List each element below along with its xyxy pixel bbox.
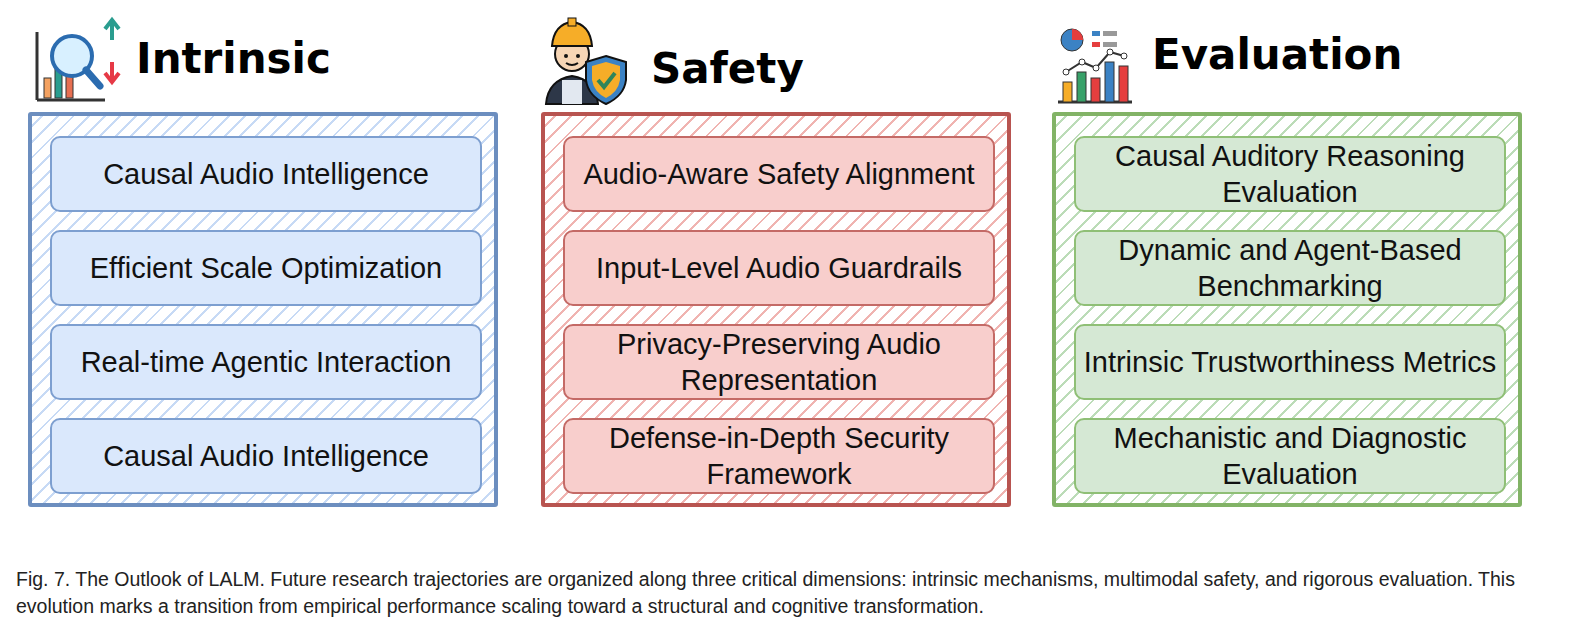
topic-box: Real-time Agentic Interaction bbox=[50, 324, 482, 400]
category-panel: IntrinsicCausal Audio IntelligenceEffici… bbox=[28, 112, 498, 507]
topic-box: Audio-Aware Safety Alignment bbox=[563, 136, 995, 212]
topic-box: Causal Auditory Reasoning Evaluation bbox=[1074, 136, 1506, 212]
topic-label: Input-Level Audio Guardrails bbox=[596, 250, 962, 286]
topic-label: Causal Audio Intelligence bbox=[103, 438, 429, 474]
topic-label: Defense-in-Depth Security Framework bbox=[571, 420, 987, 492]
topic-label: Intrinsic Trustworthiness Metrics bbox=[1084, 344, 1497, 380]
topic-box: Dynamic and Agent-Based Benchmarking bbox=[1074, 230, 1506, 306]
category-heading: Evaluation bbox=[1152, 30, 1402, 79]
category-panel: SafetyAudio-Aware Safety AlignmentInput-… bbox=[541, 112, 1011, 507]
topic-label: Audio-Aware Safety Alignment bbox=[583, 156, 974, 192]
topic-label: Causal Audio Intelligence bbox=[103, 156, 429, 192]
figure-caption: Fig. 7. The Outlook of LALM. Future rese… bbox=[16, 566, 1568, 620]
topic-box: Mechanistic and Diagnostic Evaluation bbox=[1074, 418, 1506, 494]
topic-label: Mechanistic and Diagnostic Evaluation bbox=[1082, 420, 1498, 492]
category-heading: Safety bbox=[651, 44, 804, 93]
topic-label: Dynamic and Agent-Based Benchmarking bbox=[1082, 232, 1498, 304]
category-panel: EvaluationCausal Auditory Reasoning Eval… bbox=[1052, 112, 1522, 507]
evaluation-chart-icon bbox=[1058, 29, 1132, 102]
topic-box: Intrinsic Trustworthiness Metrics bbox=[1074, 324, 1506, 400]
topic-box: Input-Level Audio Guardrails bbox=[563, 230, 995, 306]
topic-box: Defense-in-Depth Security Framework bbox=[563, 418, 995, 494]
safety-worker-icon bbox=[546, 18, 626, 104]
topic-label: Efficient Scale Optimization bbox=[90, 250, 442, 286]
topic-label: Privacy-Preserving Audio Representation bbox=[571, 326, 987, 398]
topic-label: Real-time Agentic Interaction bbox=[81, 344, 452, 380]
topic-label: Causal Auditory Reasoning Evaluation bbox=[1082, 138, 1498, 210]
topic-box: Causal Audio Intelligence bbox=[50, 136, 482, 212]
topic-box: Causal Audio Intelligence bbox=[50, 418, 482, 494]
topic-box: Privacy-Preserving Audio Representation bbox=[563, 324, 995, 400]
topic-box: Efficient Scale Optimization bbox=[50, 230, 482, 306]
category-heading: Intrinsic bbox=[136, 34, 331, 83]
analysis-icon bbox=[37, 20, 119, 100]
